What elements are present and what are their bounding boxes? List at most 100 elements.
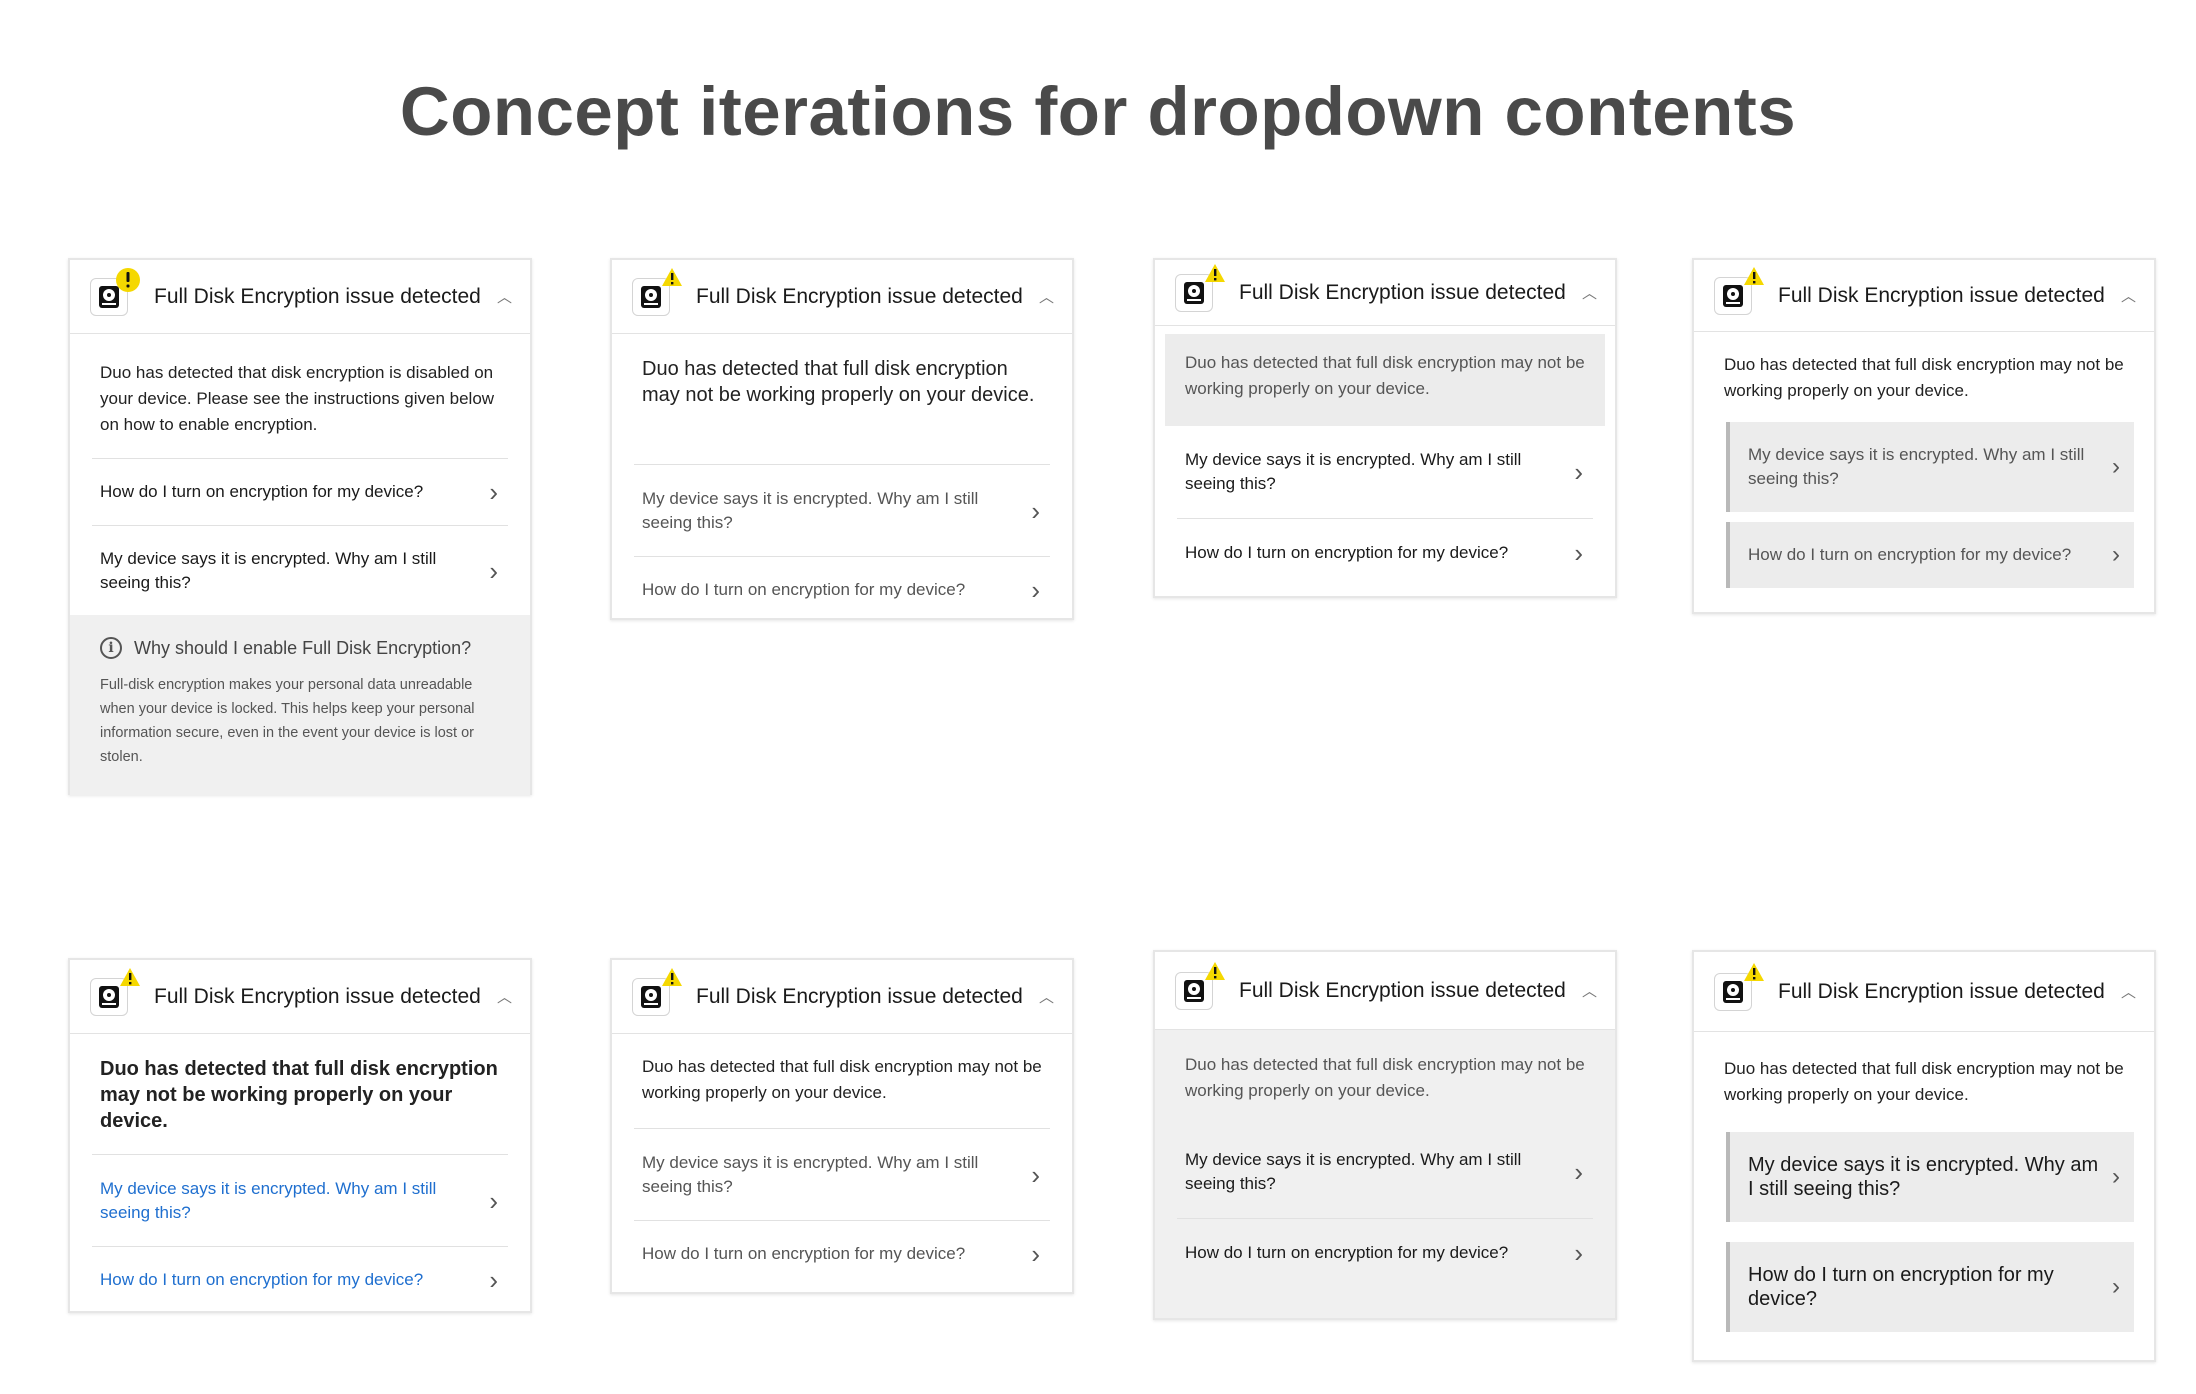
help-row[interactable]: My device says it is encrypted. Why am I…: [1177, 1126, 1593, 1218]
help-row[interactable]: My device says it is encrypted. Why am I…: [634, 464, 1050, 556]
help-row[interactable]: How do I turn on encryption for my devic…: [92, 458, 508, 525]
hard-disk-icon: [1175, 961, 1225, 1010]
chevron-right-icon: ›: [1031, 574, 1040, 605]
page-title: Concept iterations for dropdown contents: [399, 73, 1797, 150]
chevron-up-icon[interactable]: ︿: [1581, 285, 1597, 302]
chevron-right-icon: ›: [489, 1264, 498, 1295]
card-header[interactable]: Full Disk Encryption issue detected ︿: [612, 960, 1072, 1034]
card-message: Duo has detected that full disk encrypti…: [642, 1057, 1042, 1102]
card-header[interactable]: Full Disk Encryption issue detected ︿: [70, 260, 530, 334]
hard-disk-icon: [90, 967, 140, 1016]
card-header-title: Full Disk Encryption issue detected: [1239, 978, 1566, 1002]
card-header-title: Full Disk Encryption issue detected: [1778, 979, 2105, 1003]
warning-icon: [661, 967, 683, 992]
chevron-up-icon[interactable]: ︿: [2120, 984, 2136, 1001]
chevron-right-icon: ›: [1574, 1237, 1583, 1268]
card-header[interactable]: Full Disk Encryption issue detected ︿: [1694, 260, 2154, 332]
concept-card-4: Full Disk Encryption issue detected ︿ Du…: [1692, 258, 2156, 614]
help-row-label: How do I turn on encryption for my devic…: [1748, 1264, 2054, 1310]
help-row-label: How do I turn on encryption for my devic…: [100, 1269, 424, 1289]
hard-disk-icon: [1175, 263, 1225, 312]
concept-card-5: Full Disk Encryption issue detected ︿ Du…: [68, 958, 532, 1313]
help-row[interactable]: My device says it is encrypted. Why am I…: [1726, 1132, 2134, 1222]
chevron-up-icon[interactable]: ︿: [1038, 289, 1054, 306]
card-message: Duo has detected that full disk encrypti…: [1165, 334, 1605, 426]
help-row-label: How do I turn on encryption for my devic…: [100, 482, 424, 501]
help-row-label: How do I turn on encryption for my devic…: [1185, 542, 1509, 562]
help-row-label: How do I turn on encryption for my devic…: [642, 579, 966, 599]
help-row[interactable]: My device says it is encrypted. Why am I…: [92, 525, 508, 615]
warning-icon: [661, 267, 683, 292]
card-header[interactable]: Full Disk Encryption issue detected ︿: [1694, 952, 2154, 1032]
hard-disk-icon: [1714, 266, 1764, 315]
help-row-label: My device says it is encrypted. Why am I…: [1748, 1154, 2099, 1200]
help-row[interactable]: My device says it is encrypted. Why am I…: [1177, 426, 1593, 518]
info-icon: i: [100, 637, 122, 659]
card-message: Duo has detected that full disk encrypti…: [100, 1058, 498, 1132]
concept-card-8: Full Disk Encryption issue detected ︿ Du…: [1692, 950, 2156, 1362]
concept-card-7: Full Disk Encryption issue detected ︿ Du…: [1153, 950, 1617, 1320]
card-header[interactable]: Full Disk Encryption issue detected ︿: [1155, 952, 1615, 1030]
card-header-title: Full Disk Encryption issue detected: [1239, 280, 1566, 304]
chevron-right-icon: ›: [1031, 1238, 1040, 1269]
concept-card-2: Full Disk Encryption issue detected ︿ Du…: [610, 258, 1074, 620]
chevron-right-icon: ›: [1574, 457, 1583, 487]
card-header[interactable]: Full Disk Encryption issue detected ︿: [612, 260, 1072, 334]
help-row[interactable]: How do I turn on encryption for my devic…: [1726, 1242, 2134, 1332]
help-row[interactable]: My device says it is encrypted. Why am I…: [634, 1128, 1050, 1220]
chevron-right-icon: ›: [2112, 541, 2120, 568]
warning-icon: [1743, 266, 1765, 291]
help-row-label: My device says it is encrypted. Why am I…: [642, 1152, 979, 1196]
help-row-label: My device says it is encrypted. Why am I…: [1185, 1150, 1522, 1193]
warning-icon: [115, 267, 141, 298]
card-message: Duo has detected that full disk encrypti…: [1724, 1059, 2124, 1104]
help-row-label: How do I turn on encryption for my devic…: [642, 1243, 966, 1263]
info-panel: i Why should I enable Full Disk Encrypti…: [70, 615, 530, 795]
card-header[interactable]: Full Disk Encryption issue detected ︿: [70, 960, 530, 1034]
concept-card-1: Full Disk Encryption issue detected ︿ Du…: [68, 258, 532, 795]
chevron-up-icon[interactable]: ︿: [496, 989, 512, 1006]
chevron-up-icon[interactable]: ︿: [1038, 989, 1054, 1006]
help-row[interactable]: How do I turn on encryption for my devic…: [1726, 522, 2134, 588]
help-row[interactable]: How do I turn on encryption for my devic…: [92, 1246, 508, 1312]
help-row[interactable]: How do I turn on encryption for my devic…: [1177, 518, 1593, 586]
chevron-right-icon: ›: [489, 555, 498, 586]
concept-card-6: Full Disk Encryption issue detected ︿ Du…: [610, 958, 1074, 1294]
card-message: Duo has detected that disk encryption is…: [100, 363, 495, 434]
chevron-right-icon: ›: [1031, 1159, 1040, 1190]
chevron-up-icon[interactable]: ︿: [1581, 983, 1597, 1000]
help-row[interactable]: How do I turn on encryption for my devic…: [634, 1220, 1050, 1286]
hard-disk-icon: [90, 267, 140, 316]
card-header[interactable]: Full Disk Encryption issue detected ︿: [1155, 260, 1615, 326]
chevron-right-icon: ›: [1574, 537, 1583, 568]
help-row-label: My device says it is encrypted. Why am I…: [1748, 445, 2085, 488]
card-message: Duo has detected that full disk encrypti…: [1185, 1055, 1585, 1100]
help-row-label: My device says it is encrypted. Why am I…: [100, 548, 437, 592]
warning-icon: [119, 967, 141, 992]
help-row-label: My device says it is encrypted. Why am I…: [1185, 450, 1522, 493]
warning-icon: [1204, 263, 1226, 288]
warning-icon: [1204, 961, 1226, 986]
info-text: Full-disk encryption makes your personal…: [100, 677, 475, 765]
hard-disk-icon: [632, 967, 682, 1016]
concept-card-3: Full Disk Encryption issue detected ︿ Du…: [1153, 258, 1617, 598]
hard-disk-icon: [632, 267, 682, 316]
card-header-title: Full Disk Encryption issue detected: [696, 984, 1023, 1008]
help-row[interactable]: My device says it is encrypted. Why am I…: [1726, 422, 2134, 512]
chevron-up-icon[interactable]: ︿: [2120, 288, 2136, 305]
chevron-right-icon: ›: [1031, 495, 1040, 526]
card-message: Duo has detected that full disk encrypti…: [642, 358, 1035, 406]
card-message: Duo has detected that full disk encrypti…: [1724, 355, 2124, 400]
help-row[interactable]: How do I turn on encryption for my devic…: [1177, 1218, 1593, 1286]
info-title: Why should I enable Full Disk Encryption…: [134, 637, 472, 658]
help-row[interactable]: How do I turn on encryption for my devic…: [634, 556, 1050, 622]
chevron-right-icon: ›: [2112, 1163, 2120, 1190]
hard-disk-icon: [1714, 962, 1764, 1011]
chevron-right-icon: ›: [2112, 453, 2120, 480]
card-header-title: Full Disk Encryption issue detected: [696, 284, 1023, 308]
chevron-up-icon[interactable]: ︿: [496, 289, 512, 306]
help-row[interactable]: My device says it is encrypted. Why am I…: [92, 1154, 508, 1246]
card-header-title: Full Disk Encryption issue detected: [154, 284, 481, 308]
help-row-label: My device says it is encrypted. Why am I…: [642, 488, 979, 532]
card-header-title: Full Disk Encryption issue detected: [1778, 283, 2105, 307]
